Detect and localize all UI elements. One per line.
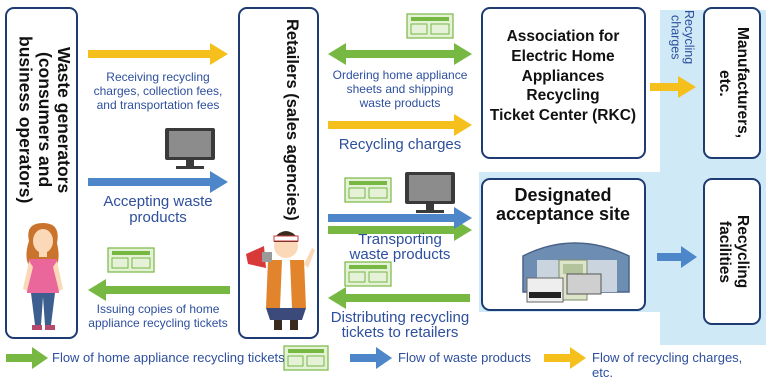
recycling-facilities-title: Recycling facilities [716,215,751,289]
transporting-waste-label: Transporting waste products [349,231,451,263]
arrow-distributing-tickets [328,287,470,309]
recycling-ticket-icon [406,13,454,39]
computer-monitor-icon [405,172,455,213]
recycling-charges-vertical-label: Recycling charges [668,9,696,65]
legend-blue-arrow [350,347,392,369]
issuing-copies-label: Issuing copies of home appliance recycli… [88,302,228,331]
legend-yellow-arrow [544,347,586,369]
rkc-title: Association for Electric Home Appliances… [489,28,637,125]
arrow-issuing-copies [88,279,230,301]
acceptance-site-title: Designated acceptance site [495,185,631,224]
accepting-waste-label: Accepting waste products [103,193,213,227]
recycling-charges-label: Recycling charges [338,136,462,153]
ordering-sheets-label: Ordering home appliance sheets and shipp… [332,68,468,111]
recycling-ticket-icon [344,177,392,203]
acceptance-site-panel: Designated acceptance site [481,178,646,311]
recycling-ticket-icon [344,261,392,287]
salesperson-icon [246,231,315,330]
recycling-ticket-icon [283,345,329,371]
arrow-acceptance-recycling [657,246,697,268]
warehouse-icon [522,242,630,303]
recycling-facilities-panel: Recycling facilities [703,178,761,325]
person-icon [23,223,63,330]
distributing-tickets-label: Distributing recycling tickets to retail… [330,309,470,341]
arrow-transporting-waste [328,207,472,229]
arrow-rkc-manufacturers [650,76,696,98]
arrow-ordering-sheets [328,43,472,65]
arrow-fees [88,43,228,65]
arrow-recycling-charges [328,114,472,136]
retailers-title: Retailers (sales agencies) [283,19,301,221]
legend-green-arrow [6,347,48,369]
legend-waste-label: Flow of waste products [398,350,531,365]
receiving-fees-label: Receiving recycling charges, collection … [93,70,223,113]
rkc-panel: Association for Electric Home Appliances… [481,7,646,159]
recycling-ticket-icon [107,247,155,273]
legend-tickets-label: Flow of home appliance recycling tickets [52,350,285,365]
manufacturers-panel: Manufacturers, etc. [703,7,761,159]
manufacturers-title: Manufacturers, etc. [716,27,751,139]
retailers-panel: Retailers (sales agencies) [238,7,319,339]
computer-monitor-icon [165,128,215,169]
legend-charges-label: Flow of recycling charges, etc. [592,350,743,380]
waste-generators-panel: Waste generators (consumers and business… [5,7,78,339]
arrow-accepting-waste [88,171,228,193]
waste-generators-title: Waste generators (consumers and business… [15,36,75,204]
